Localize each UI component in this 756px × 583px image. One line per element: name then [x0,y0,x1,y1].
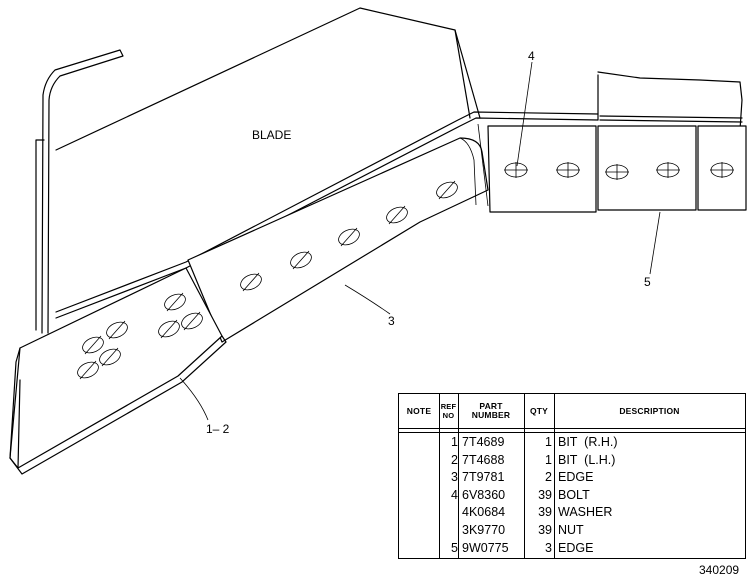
blade-body [55,7,746,319]
ref-no: 3 [451,470,458,485]
bolt-heads [77,162,734,380]
ref-no: 4 [451,487,458,502]
quantity: 3 [545,540,552,555]
table-row: 2 7T4688 1 BIT (L.H.) [399,452,745,470]
part-number: 3K9770 [462,522,506,537]
description: NUT [558,522,584,537]
table-row: 3 7T9781 2 EDGE [399,469,745,487]
table-rows: 1 7T4689 1 BIT (R.H.) 2 7T4688 1 BIT (L.… [399,434,745,557]
part-number: 7T4688 [462,452,505,467]
table-row: 4K0684 39 WASHER [399,504,745,522]
description: BIT (L.H.) [558,452,616,467]
part-number: 7T9781 [462,470,505,485]
table-row: 1 7T4689 1 BIT (R.H.) [399,434,745,452]
ref-no: 2 [451,452,458,467]
callout-4: 4 [528,49,535,63]
ref-no: 1 [451,435,458,449]
table-row: 3K9770 39 NUT [399,522,745,540]
quantity: 2 [545,470,552,485]
leader-lines [179,61,661,421]
part-number: 7T4689 [462,435,505,449]
quantity: 39 [538,505,552,520]
right-edge-plates [477,123,747,213]
header-part-number: PART NUMBER [471,401,511,420]
header-description: DESCRIPTION [619,405,680,416]
header-qty: QTY [529,405,549,416]
callout-1-2: 1– 2 [206,422,230,436]
description: BIT (R.H.) [558,435,618,449]
description: EDGE [558,470,594,485]
parts-table: NOTE REF NO PART NUMBER QTY DESCRIPTION … [398,393,746,559]
center-edge-plate [187,137,489,343]
table-row: 5 9W0775 3 EDGE [399,540,745,558]
end-handle [35,49,124,334]
part-number: 6V8360 [462,487,506,502]
part-number: 9W0775 [462,540,509,555]
callout-5: 5 [644,275,651,289]
description: EDGE [558,540,594,555]
corner-bit [9,267,227,475]
callout-3: 3 [388,314,395,328]
quantity: 39 [538,522,552,537]
header-note: NOTE [406,405,432,416]
table-row: 4 6V8360 39 BOLT [399,487,745,505]
description: BOLT [558,487,590,502]
ref-no: 5 [451,540,458,555]
description: WASHER [558,505,613,520]
quantity: 1 [545,452,552,467]
part-number: 4K0684 [462,505,506,520]
header-ref-no: REF NO [440,402,457,420]
blade-label: BLADE [252,128,291,142]
quantity: 1 [545,435,552,449]
quantity: 39 [538,487,552,502]
drawing-number: 340209 [699,563,740,577]
